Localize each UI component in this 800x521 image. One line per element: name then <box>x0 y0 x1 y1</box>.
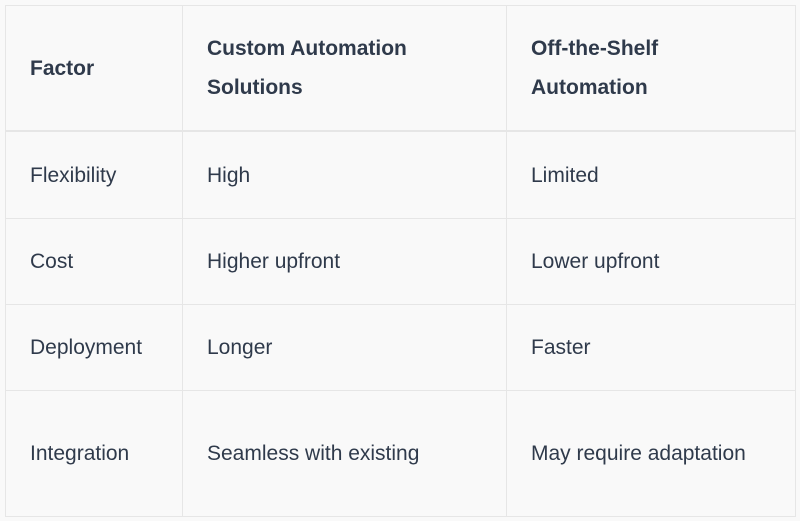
table-row: Flexibility High Limited <box>5 130 796 219</box>
cell-custom: High <box>182 130 507 219</box>
cell-factor: Cost <box>5 218 183 305</box>
table-row: Integration Seamless with existing May r… <box>5 390 796 517</box>
header-factor: Factor <box>5 5 183 132</box>
cell-off-the-shelf: May require adaptation <box>506 390 796 517</box>
header-custom-automation: Custom Automation Solutions <box>182 5 507 132</box>
cell-factor: Deployment <box>5 304 183 391</box>
header-off-the-shelf: Off-the-Shelf Automation <box>506 5 796 132</box>
table-row: Deployment Longer Faster <box>5 304 796 391</box>
comparison-table: Factor Custom Automation Solutions Off-t… <box>5 5 796 517</box>
cell-factor: Flexibility <box>5 130 183 219</box>
table-row: Cost Higher upfront Lower upfront <box>5 218 796 305</box>
cell-off-the-shelf: Faster <box>506 304 796 391</box>
cell-off-the-shelf: Lower upfront <box>506 218 796 305</box>
cell-custom: Seamless with existing <box>182 390 507 517</box>
cell-custom: Higher upfront <box>182 218 507 305</box>
cell-factor: Integration <box>5 390 183 517</box>
table-header-row: Factor Custom Automation Solutions Off-t… <box>5 5 796 132</box>
cell-custom: Longer <box>182 304 507 391</box>
cell-off-the-shelf: Limited <box>506 130 796 219</box>
